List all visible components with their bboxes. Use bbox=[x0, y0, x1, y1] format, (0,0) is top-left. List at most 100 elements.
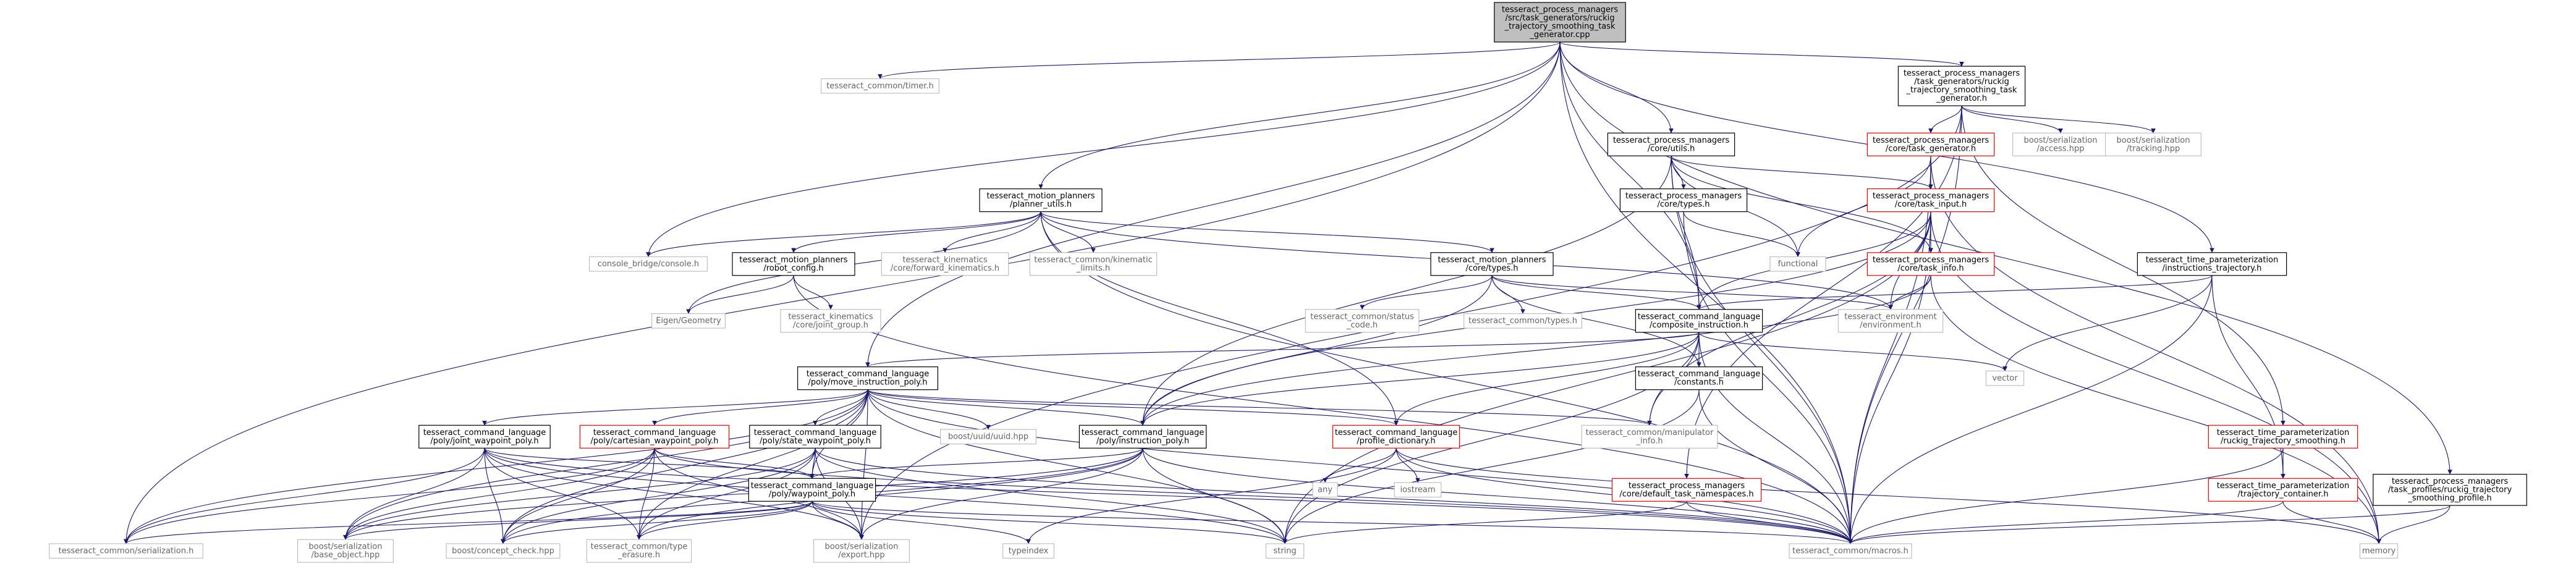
node-memory: memory bbox=[2359, 543, 2399, 559]
node-box-waypoint_poly bbox=[748, 478, 876, 502]
edge-robot_config-to-eigen bbox=[686, 275, 794, 314]
node-box-traj_container bbox=[2208, 478, 2358, 502]
edge-instr_traj-to-macros bbox=[1848, 275, 2213, 544]
edge-planner_utils-to-eigen bbox=[686, 211, 1041, 314]
node-state_wp[interactable]: tesseract_command_language/poly/state_wa… bbox=[749, 424, 881, 449]
node-robot_config[interactable]: tesseract_motion_planners/robot_config.h bbox=[732, 252, 855, 276]
edge-waypoint_poly-to-type_erasure bbox=[637, 501, 813, 540]
edge-constants-to-string bbox=[1282, 389, 1700, 544]
edge-joint_wp-to-concept_check bbox=[484, 448, 506, 544]
edge-composite-to-move_instr bbox=[865, 332, 1700, 368]
node-instr_traj[interactable]: tesseract_time_parameterization/instruct… bbox=[2137, 252, 2287, 276]
edge-constants-to-macros bbox=[1698, 389, 1853, 544]
node-label-mp_types-line-0: tesseract_motion_planners bbox=[1438, 255, 1546, 264]
node-root[interactable]: tesseract_process_managers/src/task_gene… bbox=[1494, 2, 1626, 43]
node-label-joint_wp-line-0: tesseract_command_language bbox=[423, 428, 546, 437]
node-label-manip_info-line-1: _info.h bbox=[1635, 436, 1663, 445]
node-base_object: boost/serialization/base_object.hpp bbox=[297, 539, 394, 563]
node-status_code: tesseract_common/status_code.h bbox=[1305, 309, 1420, 333]
node-fwd_kin: tesseract_kinematics/core/forward_kinema… bbox=[881, 252, 1009, 276]
edge-traj_container-to-macros bbox=[1848, 501, 2284, 544]
node-label-planner_utils-line-1: /planner_utils.h bbox=[1010, 200, 1072, 209]
node-box-console_bridge bbox=[589, 256, 708, 272]
node-label-boost_tracking-line-0: boost/serialization bbox=[2116, 136, 2190, 145]
node-core_utils[interactable]: tesseract_process_managers/core/utils.h bbox=[1607, 132, 1735, 156]
edge-move_instr-to-uuid bbox=[867, 389, 991, 430]
node-default_ns[interactable]: tesseract_process_managers/core/default_… bbox=[1611, 478, 1762, 502]
edge-task_info-to-instr_poly bbox=[1140, 275, 1931, 426]
node-task_info[interactable]: tesseract_process_managers/core/task_inf… bbox=[1866, 252, 1995, 276]
node-box-robot_config bbox=[732, 252, 855, 276]
edge-cart_wp-to-macros bbox=[654, 448, 1853, 544]
node-concept_check: boost/concept_check.hpp bbox=[446, 543, 561, 559]
node-any: any bbox=[1312, 482, 1338, 498]
node-label-root-line-3: _generator.cpp bbox=[1529, 30, 1590, 40]
node-label-core_types-line-1: /core/types.h bbox=[1657, 200, 1710, 209]
node-label-macros-line-0: tesseract_common/macros.h bbox=[1792, 546, 1909, 555]
node-label-kin_limits-line-0: tesseract_common/kinematic bbox=[1034, 255, 1153, 264]
edge-planner_utils-to-fwd_kin bbox=[943, 211, 1041, 253]
node-box-constants bbox=[1635, 366, 1763, 390]
node-move_instr[interactable]: tesseract_command_language/poly/move_ins… bbox=[797, 366, 939, 390]
node-mp_types[interactable]: tesseract_motion_planners/core/types.h bbox=[1430, 252, 1554, 276]
edge-mp_types-to-instr_poly bbox=[1140, 275, 1493, 426]
node-box-boost_access bbox=[2012, 132, 2109, 156]
node-planner_utils[interactable]: tesseract_motion_planners/planner_utils.… bbox=[979, 188, 1103, 213]
node-box-any bbox=[1312, 482, 1338, 498]
edge-instr_poly-to-waypoint_poly bbox=[810, 447, 1143, 479]
edge-state_wp-to-concept_check bbox=[501, 448, 816, 544]
node-label-console_bridge-line-0: console_bridge/console.h bbox=[598, 260, 699, 269]
edge-task_input-to-string bbox=[1282, 211, 1931, 544]
node-box-state_wp bbox=[749, 424, 881, 449]
node-label-kin_limits-line-1: _limits.h bbox=[1076, 264, 1110, 273]
node-label-core_utils-line-0: tesseract_process_managers bbox=[1613, 136, 1730, 145]
node-cart_wp[interactable]: tesseract_command_language/poly/cartesia… bbox=[579, 424, 730, 449]
edge-core_utils-to-composite bbox=[1671, 156, 1701, 310]
node-waypoint_poly[interactable]: tesseract_command_language/poly/waypoint… bbox=[748, 478, 876, 502]
edges-layer bbox=[124, 41, 2452, 544]
edge-waypoint_poly-to-concept_check bbox=[501, 501, 813, 544]
node-label-boost_access-line-1: /access.hpp bbox=[2036, 144, 2084, 153]
node-box-boost_tracking bbox=[2105, 132, 2202, 156]
node-rtstg_h[interactable]: tesseract_process_managers/task_generato… bbox=[1897, 65, 2026, 106]
node-joint_wp[interactable]: tesseract_command_language/poly/joint_wa… bbox=[418, 424, 551, 449]
node-constants[interactable]: tesseract_command_language/constants.h bbox=[1635, 366, 1763, 390]
node-rts_profile[interactable]: tesseract_process_managers/task_profiles… bbox=[2373, 473, 2527, 506]
node-box-common_types bbox=[1464, 313, 1583, 329]
node-label-environment-line-0: tesseract_environment bbox=[1844, 312, 1937, 321]
edge-rtstg_h-to-task_generator bbox=[1928, 106, 1962, 133]
node-core_types[interactable]: tesseract_process_managers/core/types.h bbox=[1619, 188, 1748, 213]
node-profile_dict[interactable]: tesseract_command_language/profile_dicti… bbox=[1332, 424, 1460, 449]
node-label-rts_profile-line-0: tesseract_process_managers bbox=[2392, 477, 2509, 486]
edge-ruckig_smooth-to-macros bbox=[1848, 448, 2284, 544]
edge-planner_utils-to-macros bbox=[1040, 211, 1853, 544]
node-label-rts_profile-line-2: _smoothing_profile.h bbox=[2407, 494, 2491, 503]
edge-rts_profile-to-macros bbox=[1848, 505, 2451, 544]
node-box-composite bbox=[1635, 309, 1763, 333]
edge-waypoint_poly-to-serialization bbox=[124, 500, 813, 544]
edge-mp_types-to-environment bbox=[1491, 275, 1893, 310]
edge-move_instr-to-concept_check bbox=[501, 389, 868, 544]
edge-profile_dict-to-memory bbox=[1396, 448, 2381, 544]
node-uuid: boost/uuid/uuid.hpp bbox=[940, 429, 1037, 445]
edge-traj_container-to-memory bbox=[2282, 501, 2381, 544]
node-label-iostream-line-0: iostream bbox=[1400, 486, 1435, 495]
edge-planner_utils-to-profile_dict bbox=[1040, 211, 1399, 426]
node-box-typeindex bbox=[1002, 543, 1055, 559]
node-box-base_object bbox=[297, 539, 394, 563]
node-traj_container[interactable]: tesseract_time_parameterization/trajecto… bbox=[2208, 478, 2358, 502]
edge-move_instr-to-joint_wp bbox=[482, 389, 868, 426]
node-composite[interactable]: tesseract_command_language/composite_ins… bbox=[1635, 309, 1763, 333]
node-label-core_types-line-0: tesseract_process_managers bbox=[1625, 192, 1742, 201]
node-label-cart_wp-line-1: /poly/cartesian_waypoint_poly.h bbox=[591, 436, 719, 445]
node-ruckig_smooth[interactable]: tesseract_time_parameterization/ruckig_t… bbox=[2208, 424, 2358, 449]
edge-cart_wp-to-base_object bbox=[343, 448, 655, 540]
node-task_generator[interactable]: tesseract_process_managers/core/task_gen… bbox=[1866, 132, 1995, 156]
node-environment: tesseract_environment/environment.h bbox=[1837, 309, 1944, 333]
node-label-profile_dict-line-0: tesseract_command_language bbox=[1335, 428, 1458, 437]
edge-rtstg_h-to-boost_access bbox=[1961, 106, 2063, 133]
edge-profile_dict-to-any bbox=[1323, 448, 1397, 483]
node-task_input[interactable]: tesseract_process_managers/core/task_inp… bbox=[1866, 188, 1995, 213]
edge-instr_traj-to-vector bbox=[2002, 275, 2213, 371]
node-instr_poly[interactable]: tesseract_command_language/poly/instruct… bbox=[1078, 424, 1207, 449]
